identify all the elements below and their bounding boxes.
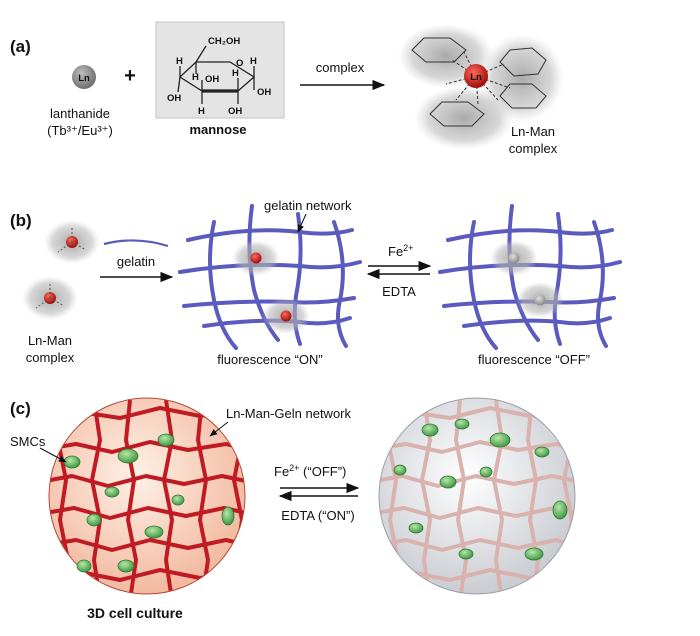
- smcs-label: SMCs: [10, 434, 46, 449]
- mannose-h: H: [176, 56, 183, 67]
- panel-a-label: (a): [10, 37, 31, 56]
- caption-3d-cell-culture: 3D cell culture: [87, 605, 183, 621]
- mannose-label: mannose: [189, 122, 246, 137]
- free-complex-label-line2: complex: [26, 350, 75, 365]
- complex-label-line2: complex: [509, 141, 558, 156]
- free-complex-icon: [22, 276, 78, 320]
- plus-sign: +: [124, 65, 136, 87]
- cell-icon: [63, 433, 235, 573]
- mannose-h: H: [232, 68, 239, 79]
- fluorescence-on-label: fluorescence “ON”: [217, 352, 322, 367]
- panel-c-label: (c): [10, 399, 31, 418]
- ln-man-geln-network-label: Ln-Man-Geln network: [226, 406, 351, 421]
- lanthanide-ion: Ln: [72, 65, 96, 89]
- complex-label-line1: Ln-Man: [511, 124, 555, 139]
- gelatin-network-off: [438, 204, 622, 350]
- panel-a: (a) Ln + lanthanide (Tb³⁺/Eu³⁺) CH₂OH O …: [10, 21, 564, 156]
- hydrogel-sphere-off: [378, 397, 576, 595]
- mannose-ring-icon: [411, 37, 547, 127]
- gelatin-strand-icon: [103, 239, 169, 248]
- mannose-ring-o: O: [236, 58, 243, 69]
- mannose-oh: OH: [257, 87, 271, 98]
- hydrogel-sphere-on: [48, 397, 246, 595]
- panel-b-label: (b): [10, 211, 32, 230]
- gelatin-arrow-label: gelatin: [117, 254, 155, 269]
- fe-off-label: Fe2+ (“OFF”): [274, 463, 346, 479]
- mannose-h: H: [192, 72, 199, 83]
- mannose-ch2oh: CH₂OH: [208, 36, 240, 47]
- mannose-h: H: [198, 106, 205, 117]
- complex-arrow-label: complex: [316, 60, 365, 75]
- cell-icon: [393, 418, 568, 561]
- mannose-h: H: [250, 56, 257, 67]
- gelatin-network-label: gelatin network: [264, 198, 352, 213]
- mannose-oh: OH: [228, 106, 242, 117]
- ion-symbol: Ln: [78, 73, 90, 84]
- edta-label: EDTA: [382, 284, 416, 299]
- complex-center-symbol: Ln: [470, 72, 482, 83]
- mannose-structure: [155, 21, 285, 119]
- free-complex-label-line1: Ln-Man: [28, 333, 72, 348]
- ln-man-complex: Ln: [398, 24, 564, 150]
- fe-label: Fe2+: [388, 243, 413, 259]
- lanthanide-ions: (Tb³⁺/Eu³⁺): [47, 123, 113, 138]
- fluorescence-off-label: fluorescence “OFF”: [478, 352, 590, 367]
- free-complex-icon: [44, 220, 100, 264]
- lanthanide-label: lanthanide: [50, 106, 110, 121]
- mannose-oh: OH: [205, 74, 219, 85]
- panel-c: (c): [10, 397, 576, 621]
- panel-b: (b) Ln-Man complex gelatin: [10, 198, 622, 367]
- edta-on-label: EDTA (“ON”): [281, 508, 354, 523]
- mannose-oh: OH: [167, 93, 181, 104]
